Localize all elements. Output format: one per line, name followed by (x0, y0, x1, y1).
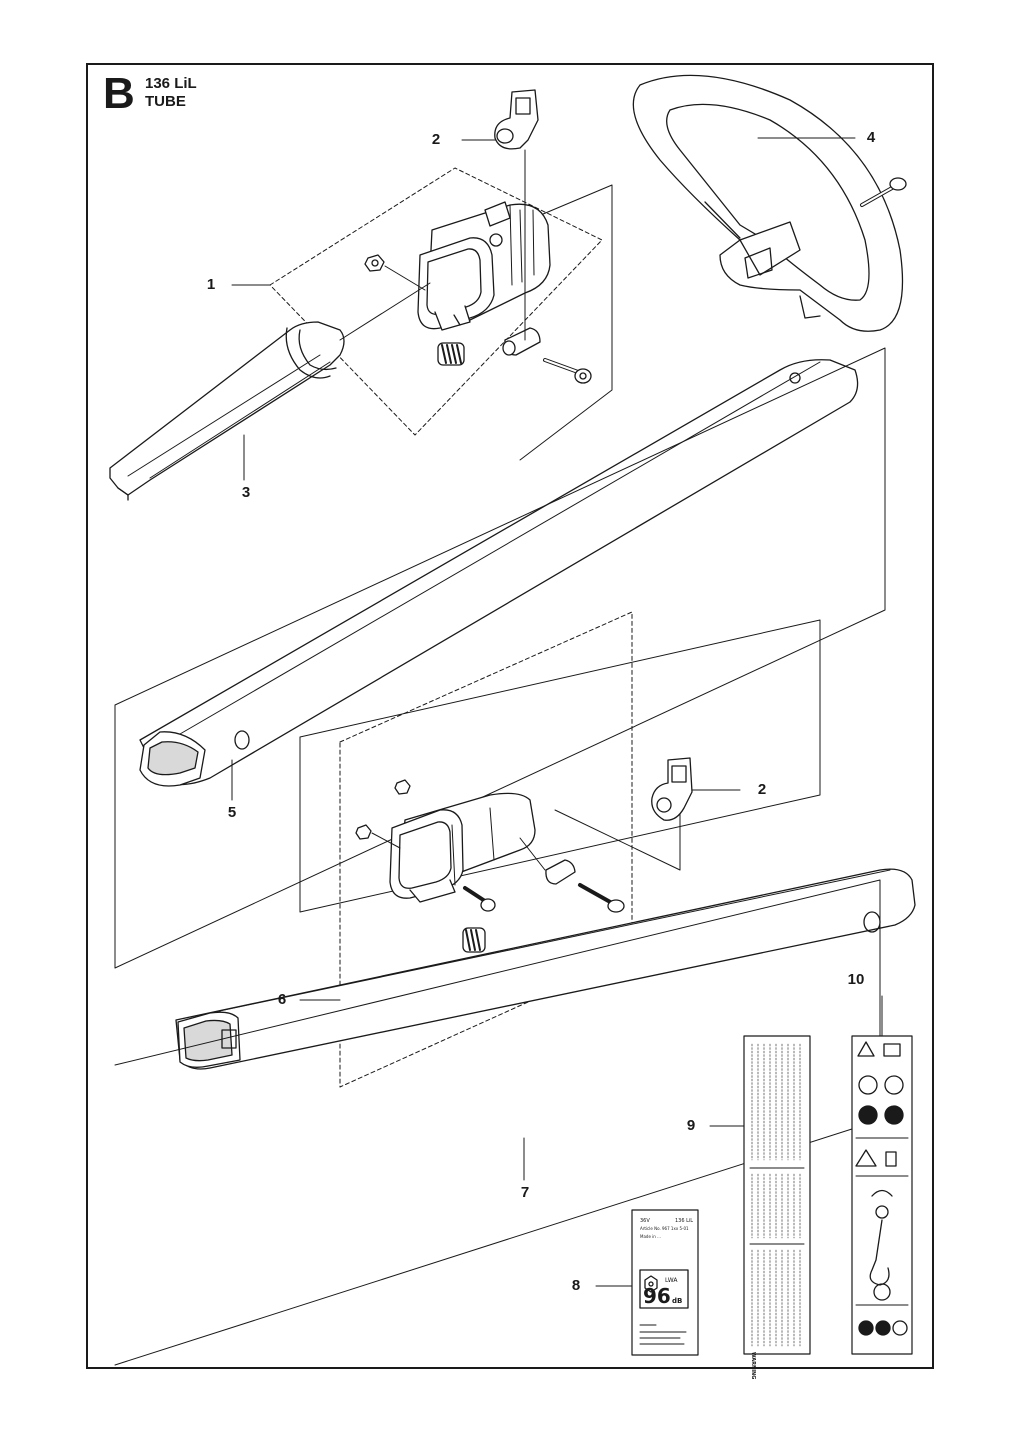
callout-2-upper: 2 (431, 131, 441, 148)
coupling-housing (417, 201, 551, 331)
warning-label (743, 1035, 811, 1355)
rating-label-sound-value: 96 (643, 1284, 671, 1308)
callout-10: 10 (847, 971, 865, 988)
assembly-plane-lower-tube (114, 879, 881, 1366)
callout-1: 1 (206, 276, 216, 293)
lower-tube (175, 868, 916, 1070)
lower-coupling (389, 792, 536, 903)
assembly-plane-upper (519, 184, 613, 461)
callout-2-lower: 2 (757, 781, 767, 798)
rating-label-model: 136 LiL (675, 1218, 693, 1224)
spring-lower (462, 927, 486, 953)
rating-label-article: Article No. 967 1xx 5-01 (640, 1226, 689, 1231)
callout-5: 5 (227, 804, 237, 821)
clip-lower (651, 757, 693, 821)
nut-lower-2 (355, 824, 372, 840)
rating-label-lwa: LWA (665, 1277, 678, 1284)
screw (543, 358, 592, 384)
rating-label-made: Made in ... (640, 1234, 661, 1239)
locking-pin (502, 327, 541, 356)
loop-handle (632, 74, 904, 332)
callout-4: 4 (866, 129, 876, 146)
assembly-name: TUBE (145, 93, 186, 110)
pictogram-label (851, 1035, 913, 1355)
part-6-dashed-group (339, 611, 633, 1088)
callout-7: 7 (520, 1184, 530, 1201)
section-letter: B (103, 69, 135, 118)
handle-stick (109, 321, 345, 501)
spring (437, 342, 465, 366)
drawing-frame (86, 63, 934, 1369)
lower-pin (545, 859, 576, 885)
nut (364, 254, 385, 272)
clip-upper (494, 89, 539, 150)
callout-3: 3 (241, 484, 251, 501)
upper-tube (139, 359, 859, 787)
callout-9: 9 (686, 1117, 696, 1134)
callout-8: 8 (571, 1277, 581, 1294)
warning-label-heading: WARNING (750, 1352, 756, 1379)
model-name: 136 LiL (145, 75, 197, 92)
rating-label (631, 1209, 699, 1356)
rating-label-battery: 36V (640, 1218, 650, 1224)
part-1-dashed-group (269, 167, 603, 436)
callout-6: 6 (277, 991, 287, 1008)
assembly-plane-upper-tube (114, 347, 886, 969)
bolt (860, 177, 907, 207)
assembly-plane-lower (299, 619, 821, 913)
nut-lower-1 (394, 779, 411, 795)
rating-label-sound-unit: dB (672, 1297, 682, 1305)
